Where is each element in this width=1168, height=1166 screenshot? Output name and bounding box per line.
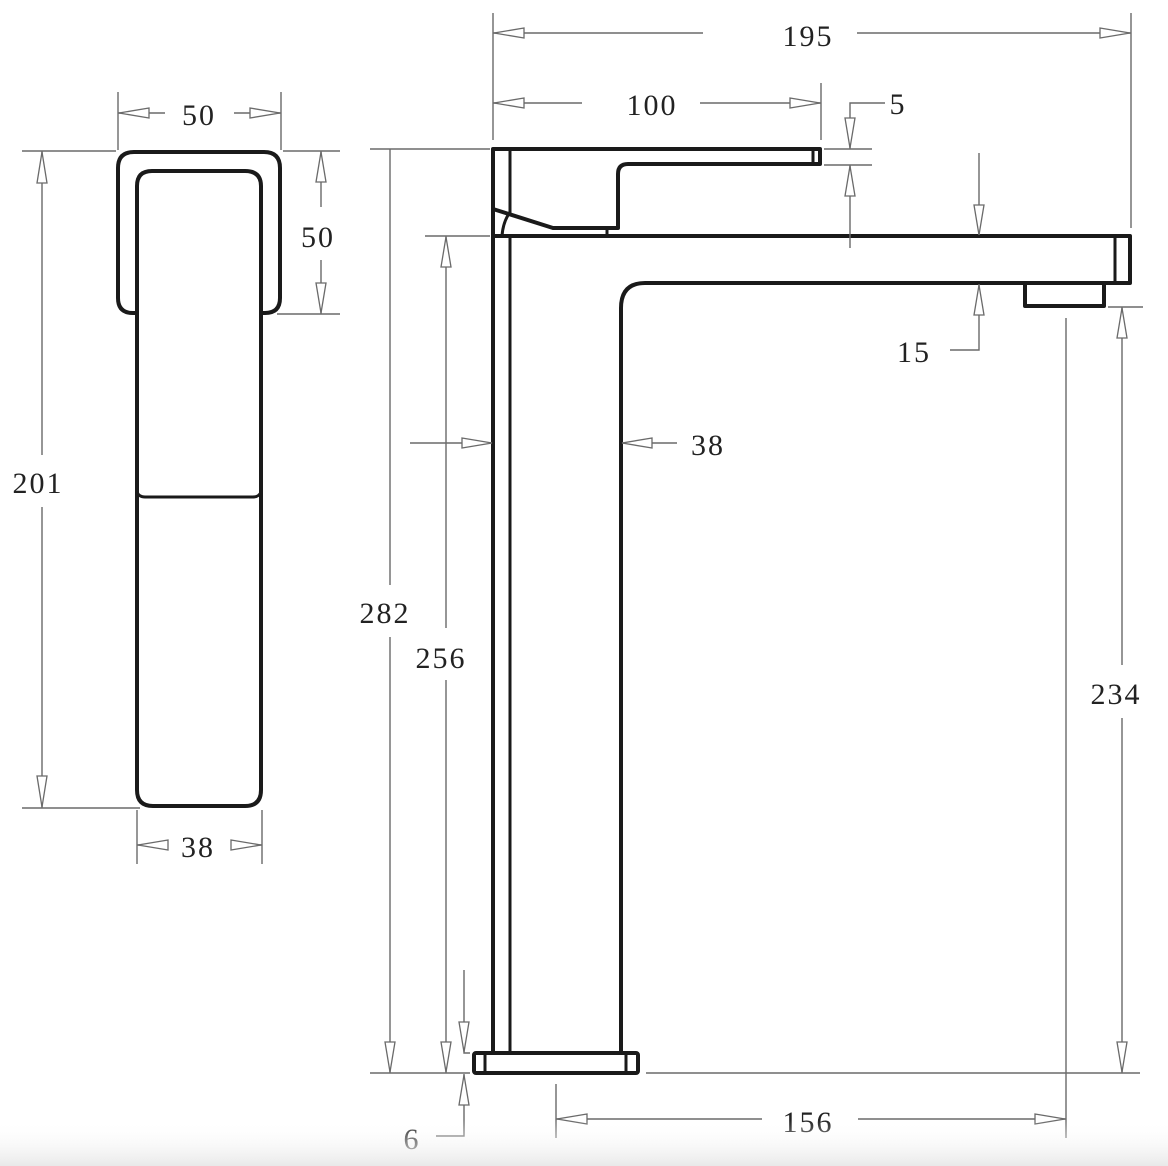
handle-lever-outline: [491, 147, 822, 236]
profile-view: 195 100 5 15: [360, 13, 1143, 1156]
body-outline: [135, 169, 263, 808]
outlet-height-label: 234: [1091, 678, 1142, 711]
aerator-outline: [1023, 283, 1106, 308]
dimension-overall-height: 282: [360, 148, 490, 1073]
overall-height-label: 282: [360, 597, 411, 630]
dimension-overall-reach: 195: [492, 13, 1132, 228]
body-spout-outline: [491, 234, 1132, 1055]
handle-cap-outline: [116, 150, 282, 315]
spout-thickness-label: 15: [897, 336, 931, 369]
overall-reach-label: 195: [783, 20, 834, 53]
dimension-top-width: 50: [117, 92, 282, 150]
total-height-label: 201: [13, 467, 64, 500]
dimension-handle-thickness: 5: [824, 88, 907, 248]
dimension-body-width: 38: [410, 429, 725, 462]
body-split-line: [135, 491, 263, 499]
base-width-label: 38: [181, 831, 215, 864]
dimension-spout-thickness: 15: [897, 153, 985, 369]
handle-height-label: 50: [301, 221, 335, 254]
side-view: 50 50 201: [13, 92, 340, 864]
top-width-label: 50: [182, 99, 216, 132]
dimension-outlet-height: 234: [1091, 306, 1143, 1073]
dimension-handle-length: 100: [493, 83, 822, 140]
body-width-label: 38: [691, 429, 725, 462]
dimension-handle-height: 50: [277, 150, 340, 315]
base-plate-outline: [472, 1051, 640, 1075]
handle-length-label: 100: [627, 89, 678, 122]
dimension-base-width: 38: [136, 810, 263, 864]
bottom-fade: [0, 1120, 1168, 1166]
handle-thickness-label: 5: [890, 88, 907, 121]
dimension-body-height: 256: [416, 235, 490, 1073]
dimension-total-height: 201: [13, 150, 140, 809]
body-height-label: 256: [416, 642, 467, 675]
